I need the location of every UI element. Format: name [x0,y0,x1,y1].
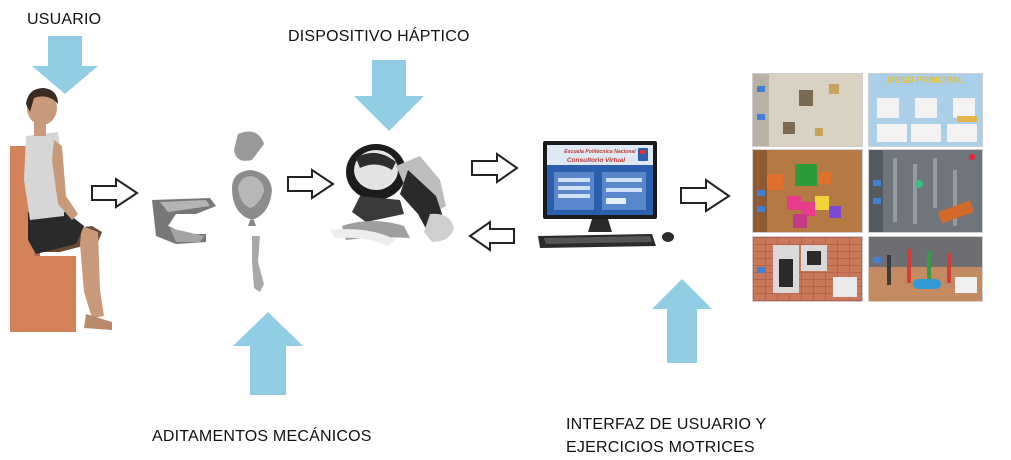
label-interface-line1: INTERFAZ DE USUARIO Y [566,416,767,433]
label-mechanical-attachments: ADITAMENTOS MECÁNICOS [152,428,372,445]
flow-arrow-pc-to-games [680,178,731,213]
computer-image [538,141,674,248]
flow-arrow-user-to-attachments [91,177,139,209]
monitor-screen-title-line2: Consultorio Virtual [567,157,625,164]
monitor-logo [638,148,648,161]
game-thumbnail-bricks [752,236,863,302]
menu-title-text: MENÚ PRINCIPAL [887,75,964,85]
label-haptic-device: DISPOSITIVO HÁPTICO [288,28,470,45]
game-thumbnail-menu: MENÚ PRINCIPAL [868,73,983,147]
label-interface-line2: EJERCICIOS MOTRICES [566,439,755,456]
game-thumbnail-1 [752,73,863,147]
haptic-device-image [330,144,454,246]
user-figure [10,88,112,332]
game-thumbnail-2 [752,149,863,233]
game-thumbnail-maze [868,149,983,233]
monitor-screen-title-line1: Escuela Politécnica Nacional [564,149,636,155]
flow-arrow-pc-to-device [468,220,515,252]
callout-arrow-interface [652,279,712,363]
callout-arrow-haptic [354,60,424,131]
callout-arrow-attachments [233,312,303,395]
flow-arrow-device-to-pc [471,152,519,184]
label-user: USUARIO [27,11,102,28]
callout-arrow-user [32,36,98,94]
mechanical-attachments [152,131,272,292]
game-thumbnail-pegs [868,236,983,302]
flow-arrow-attachments-to-device [287,168,335,200]
